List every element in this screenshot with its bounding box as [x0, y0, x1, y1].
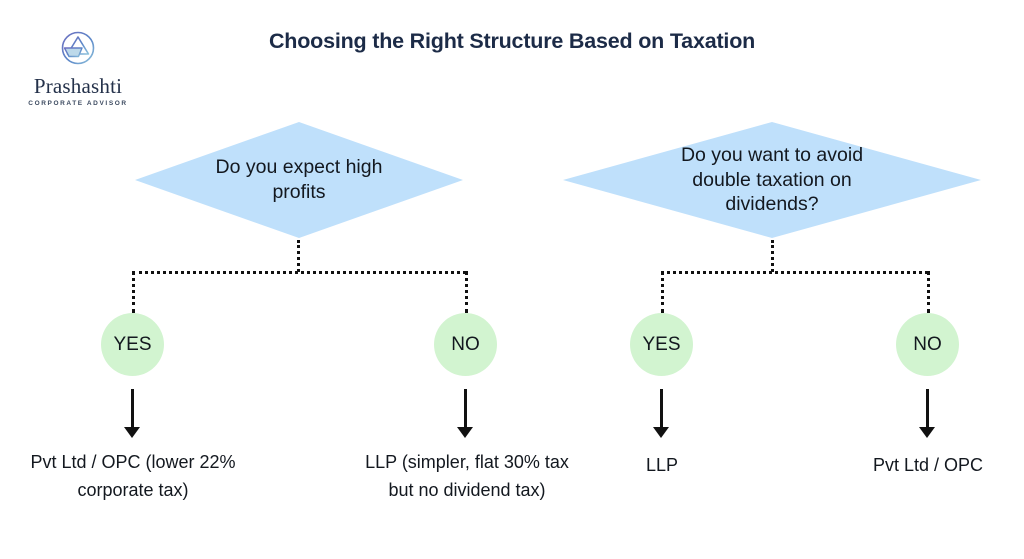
brand-name: Prashashti — [33, 74, 123, 98]
outcome-right-yes-line1: LLP — [645, 455, 679, 475]
outcome-left-yes-line1: Pvt Ltd / OPC (lower 22% — [30, 452, 236, 472]
outcome-left-no-line2: but no dividend tax) — [388, 479, 546, 500]
outcome-left-yes-line2: corporate tax) — [77, 479, 189, 500]
outcome-right-no: Pvt Ltd / OPC — [818, 452, 1024, 480]
outcome-right-yes: LLP — [600, 452, 724, 480]
connector-left-no-drop — [465, 271, 468, 313]
question-right-line1: Do you want to avoid — [680, 143, 864, 166]
answer-circle-right-no[interactable]: NO — [896, 313, 959, 376]
connector-left-yes-drop — [132, 271, 135, 313]
question-right-line3: dividends? — [725, 193, 819, 216]
answer-label-left-no: NO — [451, 333, 480, 355]
answer-label-right-yes: YES — [642, 333, 681, 355]
page-title: Choosing the Right Structure Based on Ta… — [268, 29, 756, 53]
outcome-left-no: LLP (simpler, flat 30% tax but no divide… — [336, 449, 598, 505]
outcome-right-no-line1: Pvt Ltd / OPC — [872, 455, 984, 475]
decision-question-right: Do you want to avoid double taxation on … — [667, 143, 877, 218]
outcome-left-no-line1: LLP (simpler, flat 30% tax — [365, 452, 569, 472]
brand-tagline: CORPORATE ADVISOR — [28, 100, 128, 107]
decision-question-left: Do you expect high profits — [202, 155, 397, 205]
connector-right-bar — [661, 271, 928, 274]
circle-triangle-arrow-logo-icon — [61, 31, 95, 65]
connector-left-stem — [297, 240, 300, 272]
question-left-line1: Do you expect high — [215, 156, 383, 179]
arrow-right-no — [918, 389, 936, 439]
answer-label-right-no: NO — [913, 333, 942, 355]
arrow-right-yes — [652, 389, 670, 439]
connector-right-no-drop — [927, 271, 930, 313]
decision-diamond-left: Do you expect high profits — [135, 122, 463, 238]
answer-circle-left-no[interactable]: NO — [434, 313, 497, 376]
decision-diamond-right: Do you want to avoid double taxation on … — [563, 122, 981, 238]
outcome-left-yes: Pvt Ltd / OPC (lower 22% corporate tax) — [2, 449, 264, 505]
brand-logo: Prashashti CORPORATE ADVISOR — [18, 26, 138, 107]
answer-circle-left-yes[interactable]: YES — [101, 313, 164, 376]
connector-right-yes-drop — [661, 271, 664, 313]
arrow-left-yes — [123, 389, 141, 439]
answer-label-left-yes: YES — [113, 333, 152, 355]
arrow-left-no — [456, 389, 474, 439]
question-right-line2: double taxation on — [692, 168, 852, 191]
question-left-line2: profits — [272, 181, 326, 203]
connector-right-stem — [771, 240, 774, 272]
connector-left-bar — [132, 271, 466, 274]
answer-circle-right-yes[interactable]: YES — [630, 313, 693, 376]
